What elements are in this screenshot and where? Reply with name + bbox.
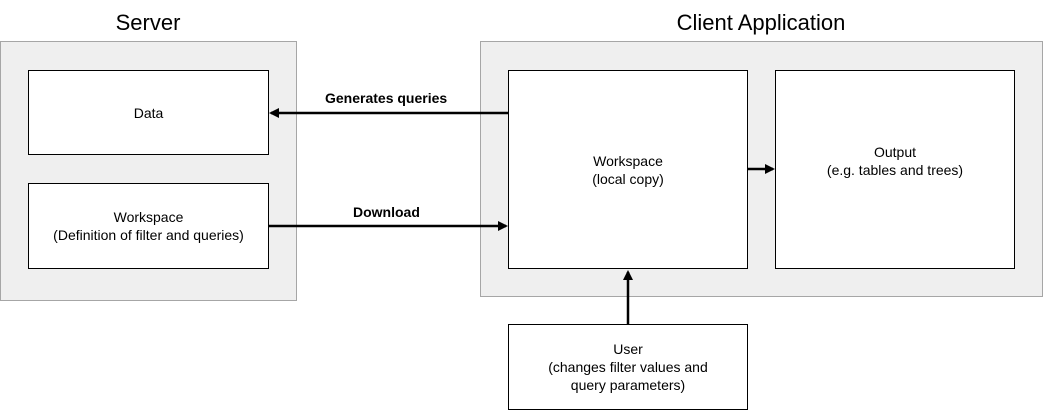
client-workspace-title: Workspace [593, 153, 663, 169]
user-subtitle-line2: query parameters) [570, 377, 686, 393]
server-workspace-subtitle: (Definition of filter and queries) [53, 227, 244, 243]
client-workspace-box: Workspace (local copy) [508, 70, 748, 269]
output-title: Output [873, 144, 917, 160]
client-workspace-subtitle: (local copy) [592, 171, 664, 187]
data-box: Data [28, 70, 269, 155]
user-box: User (changes filter values and query pa… [508, 324, 748, 410]
output-box: Output (e.g. tables and trees) [775, 70, 1015, 269]
server-workspace-box: Workspace (Definition of filter and quer… [28, 183, 269, 269]
generates-queries-label: Generates queries [325, 90, 448, 106]
user-title: User [613, 341, 643, 357]
server-workspace-title: Workspace [113, 209, 184, 225]
output-subtitle: (e.g. tables and trees) [826, 162, 964, 178]
client-application-title: Client Application [676, 10, 846, 35]
server-title: Server [115, 10, 181, 35]
data-box-label: Data [133, 104, 164, 121]
user-subtitle-line1: (changes filter values and [548, 359, 708, 375]
download-label: Download [353, 204, 420, 220]
